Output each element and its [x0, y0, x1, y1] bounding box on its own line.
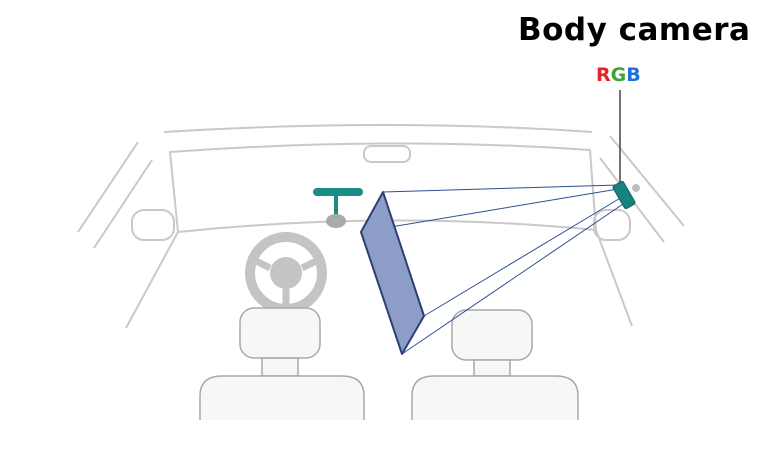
- rgb-letter-r: R: [596, 64, 611, 86]
- mirror-stem: [334, 196, 338, 218]
- left-side-mirror: [131, 209, 175, 241]
- camera-fov-rays: [360, 184, 627, 355]
- left-door-line: [125, 231, 179, 329]
- rgb-letter-b: B: [626, 64, 641, 86]
- driver-backrest: [199, 375, 365, 420]
- right-a-pillar: [609, 135, 685, 227]
- ray-top: [382, 184, 619, 193]
- ray-bottom: [401, 201, 627, 355]
- wheel-spoke-left: [248, 254, 272, 272]
- image-plane: [360, 191, 425, 355]
- left-a-pillar: [77, 141, 139, 233]
- dome-light: [363, 145, 411, 163]
- ray-upper: [360, 188, 619, 233]
- right-door-line: [595, 229, 633, 327]
- rgb-label: RGB: [596, 64, 641, 86]
- passenger-headrest: [451, 309, 533, 361]
- passenger-headrest-post: [473, 359, 511, 377]
- rearview-mirror-icon: [313, 188, 363, 228]
- roof-line: [163, 124, 593, 133]
- wheel-hub: [270, 257, 302, 289]
- ray-lower: [423, 196, 623, 317]
- steering-wheel-icon: [245, 232, 327, 314]
- body-camera-icon: [612, 180, 636, 210]
- right-side-mirror: [593, 209, 631, 241]
- mirror-head: [313, 188, 363, 196]
- driver-headrest: [239, 307, 321, 359]
- passenger-seat: [411, 309, 579, 420]
- mirror-mount: [326, 214, 346, 228]
- car-outline: [77, 124, 685, 329]
- diagram-title: Body camera: [518, 12, 751, 48]
- rgb-letter-g: G: [610, 64, 627, 86]
- driver-seat: [199, 307, 365, 420]
- left-a-pillar-inner: [93, 159, 153, 249]
- wheel-spoke-right: [300, 254, 324, 272]
- right-sensor-dot: [632, 184, 640, 192]
- camera-body: [612, 180, 636, 210]
- passenger-backrest: [411, 375, 579, 420]
- driver-headrest-post: [261, 357, 299, 377]
